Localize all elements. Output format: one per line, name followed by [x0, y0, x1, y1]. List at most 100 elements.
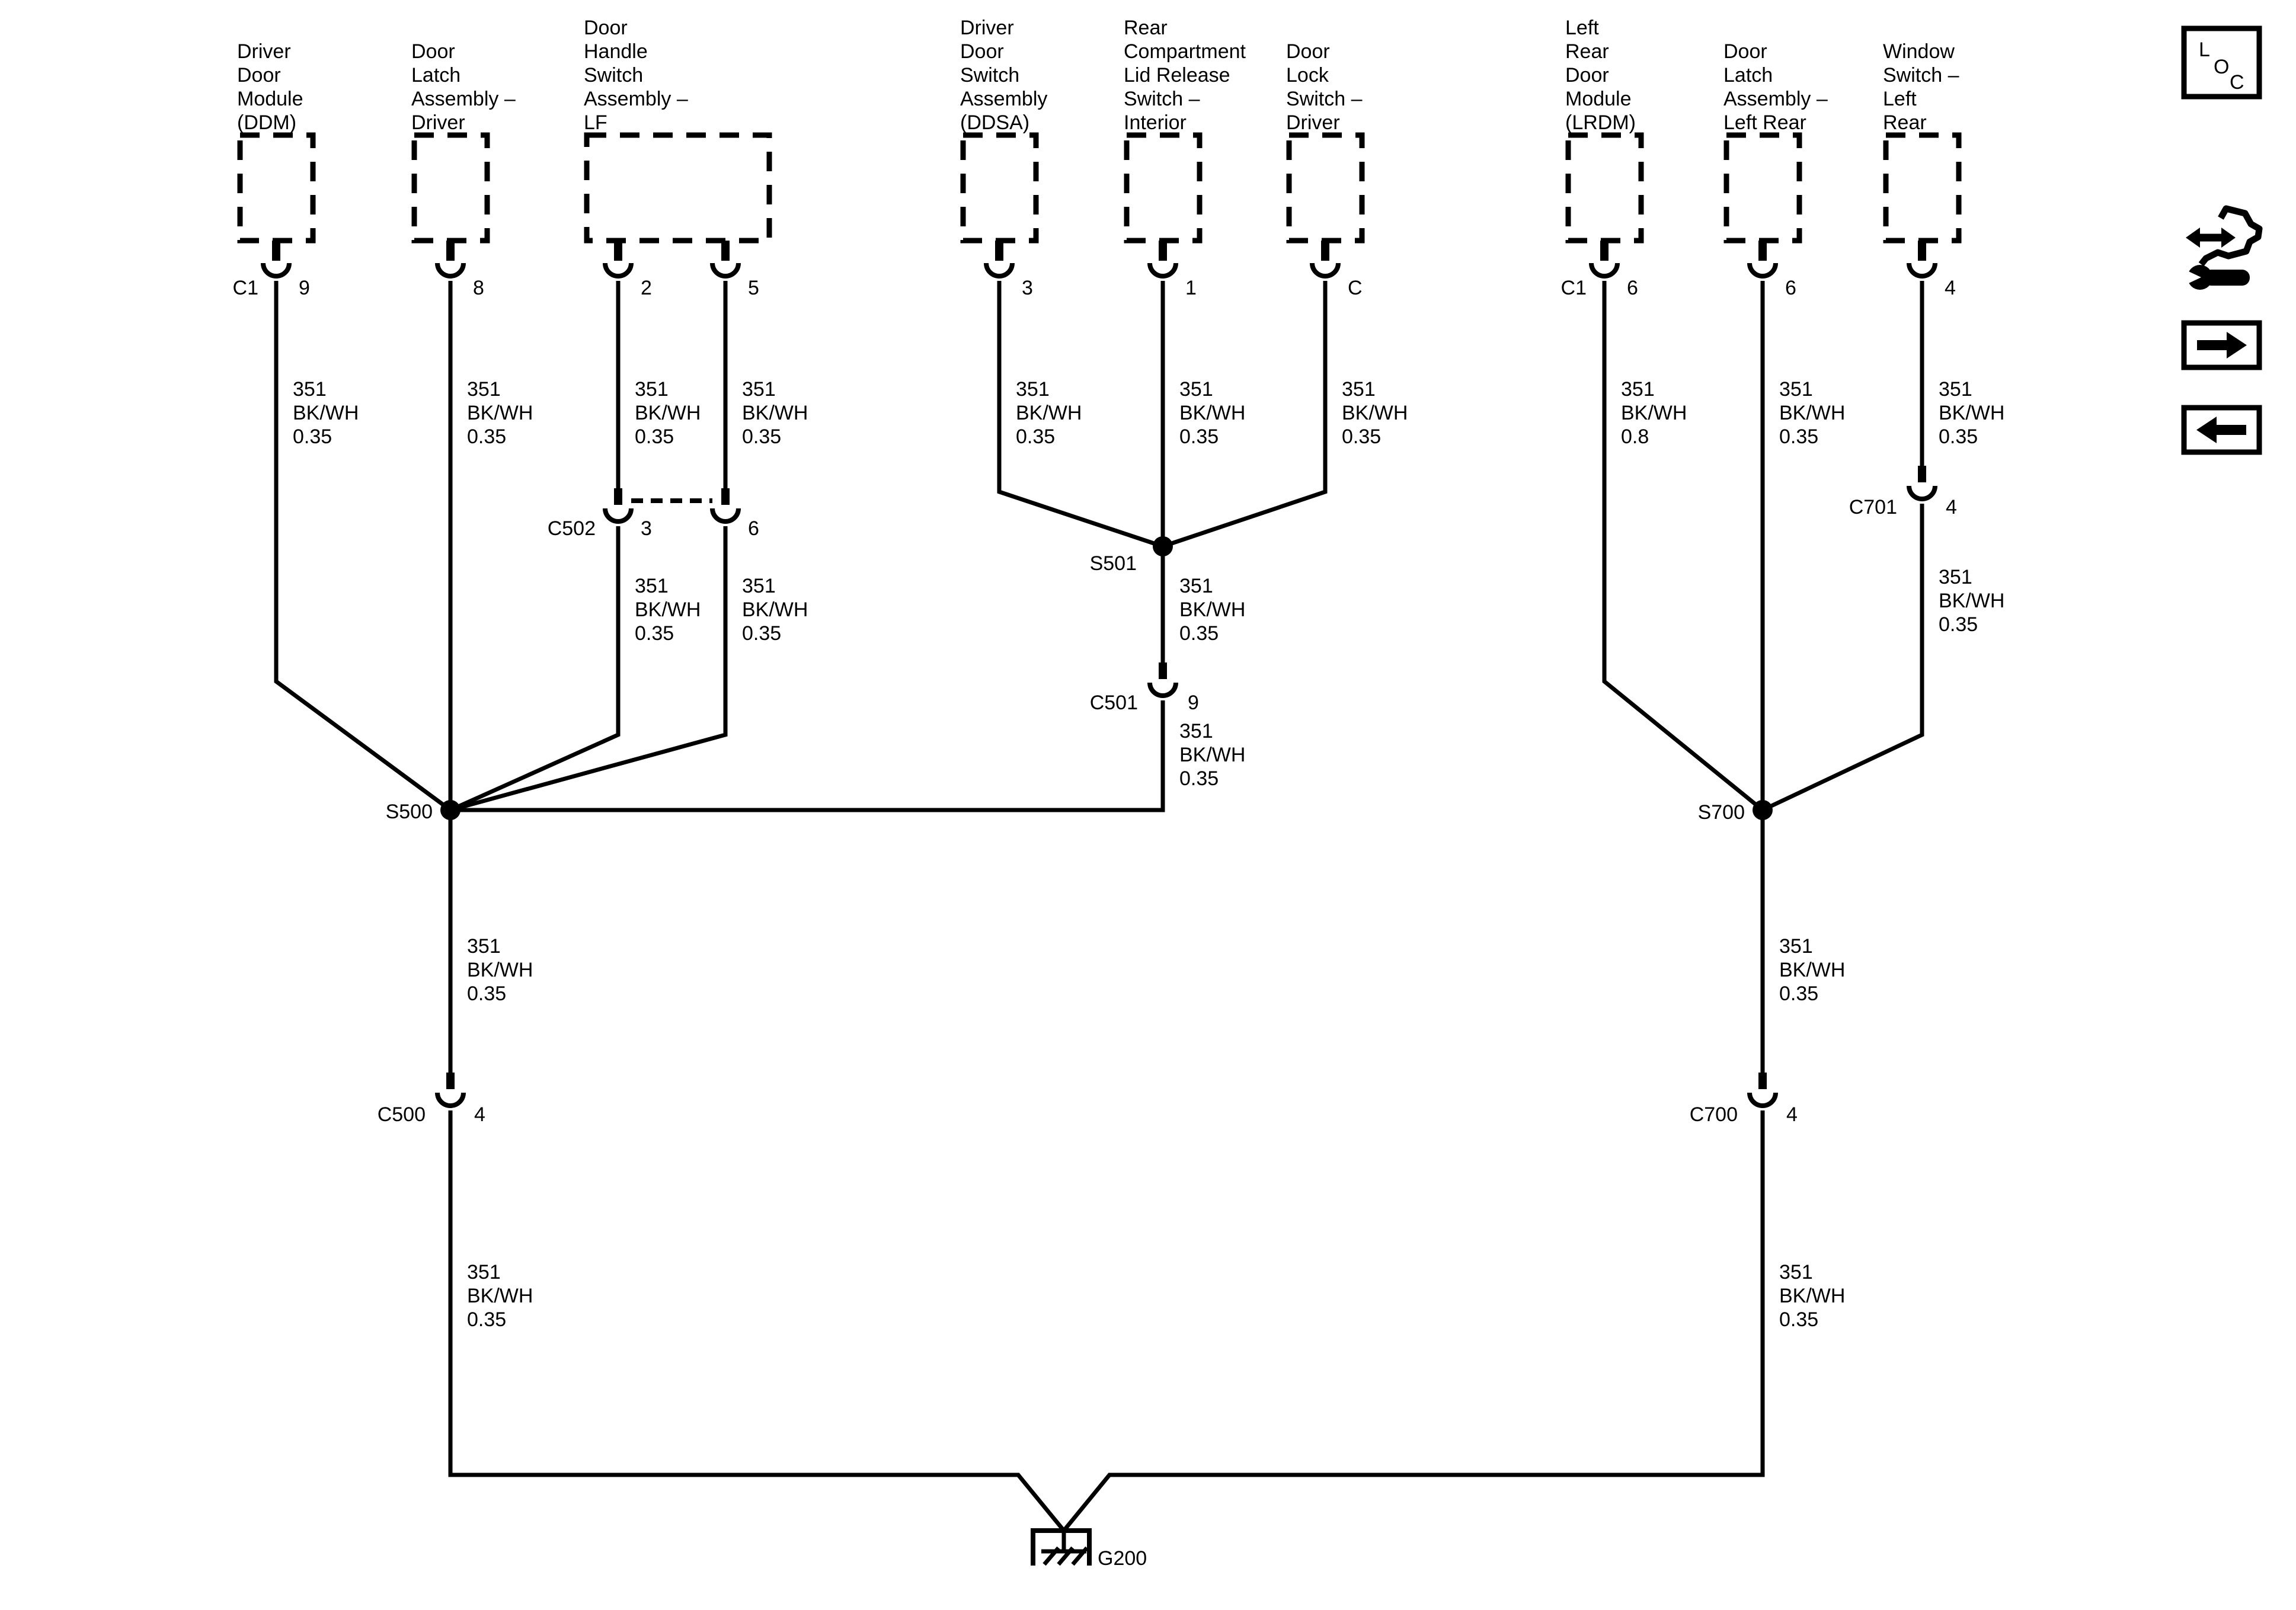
connector-pin-number: 6	[748, 517, 759, 540]
wire-label: 351 BK/WH 0.35	[635, 378, 701, 448]
wire-gauge: 0.35	[1179, 622, 1219, 645]
component-name-line: Latch	[1723, 64, 1773, 87]
wire-label: 351 BK/WH 0.35	[1939, 566, 2004, 636]
component-name-line: (LRDM)	[1565, 111, 1636, 134]
back-arrow-button[interactable]	[2181, 405, 2262, 455]
component-label-door-handle-switch-lf: Door Handle Switch Assembly – LF	[584, 17, 688, 134]
connector-c701: C701 4	[1849, 466, 1957, 518]
splice-dot-s501	[1153, 536, 1173, 556]
panel-outline	[2198, 205, 2263, 267]
wire-circuit: 351	[293, 378, 327, 401]
wire-label: 351 BK/WH 0.35	[1779, 1261, 1845, 1331]
wire-circuit: 351	[1621, 378, 1655, 401]
component-label-door-lock-switch: Door Lock Switch – Driver	[1286, 40, 1363, 134]
component-name-line: Door	[411, 40, 455, 63]
component-name-line: Lock	[1286, 64, 1329, 87]
connector-pin-number: 4	[474, 1103, 485, 1126]
loc-box[interactable]	[2181, 25, 2262, 100]
connector-pin-stub	[721, 488, 730, 505]
component-name-line: Driver	[237, 40, 291, 63]
component-name-line: Left	[1565, 17, 1599, 39]
component-label-ddm: Driver Door Module (DDM)	[237, 40, 303, 134]
component-name-line: Latch	[411, 64, 461, 87]
wire-circuit: 351	[742, 575, 776, 597]
pin-stub	[1600, 241, 1609, 261]
component-box-door-latch-left-rear	[1723, 132, 1802, 244]
pin-number: 4	[1945, 277, 1956, 299]
connector-pin-number: 4	[1786, 1103, 1798, 1126]
component-box-lid-release-switch	[1124, 132, 1203, 244]
wire-color: BK/WH	[1179, 402, 1245, 424]
wire-gauge: 0.35	[1179, 767, 1219, 790]
wire-color: BK/WH	[293, 402, 359, 424]
wire-label: 351 BK/WH 0.8	[1621, 378, 1687, 448]
wire-window-to-s700	[1761, 281, 1924, 812]
component-name-line: Window	[1883, 40, 1955, 63]
component-name-line: Door	[584, 17, 628, 39]
component-name-line: (DDSA)	[960, 111, 1029, 134]
wire-label: 351 BK/WH 0.35	[635, 575, 701, 645]
splice-label-s700: S700	[1698, 801, 1745, 824]
connector-pin-stub	[1918, 466, 1926, 482]
loc-button[interactable]: L O C	[2181, 25, 2262, 100]
pin-connector-label: C1	[233, 277, 258, 299]
pin-stub	[446, 241, 455, 261]
wire-color: BK/WH	[742, 402, 808, 424]
component-box-door-handle-switch-lf	[584, 132, 772, 244]
component-label-ddsa: Driver Door Switch Assembly (DDSA)	[960, 17, 1047, 134]
component-name-line: Left	[1883, 88, 1917, 110]
wire-gauge: 0.35	[635, 622, 674, 645]
component-name-line: Rear	[1565, 40, 1609, 63]
component-name-line: LF	[584, 111, 607, 134]
wire-s501-to-s500	[450, 546, 1165, 812]
wire-s700-to-ground	[1062, 810, 1765, 1532]
wire-label: 351 BK/WH 0.35	[293, 378, 359, 448]
connector-socket-arc	[603, 508, 634, 524]
right-arrow-icon	[2197, 332, 2247, 359]
back-arrow-box[interactable]	[2181, 405, 2262, 455]
pin-stub	[1321, 241, 1329, 261]
pin-socket-arc	[1310, 263, 1341, 279]
component-name-line: Assembly –	[584, 88, 688, 110]
component-box-lrdm	[1565, 132, 1644, 244]
wire-color: BK/WH	[1342, 402, 1408, 424]
component-name-line: Rear	[1883, 111, 1927, 134]
wire-gauge: 0.35	[1016, 425, 1055, 448]
wire-label: 351 BK/WH 0.35	[742, 575, 808, 645]
component-box-window-switch-left-rear	[1883, 132, 1962, 244]
next-arrow-box[interactable]	[2181, 320, 2262, 370]
pin-socket-arc	[603, 263, 634, 279]
service-wrench-icon[interactable]	[2181, 205, 2263, 290]
wire-label: 351 BK/WH 0.35	[1179, 720, 1245, 790]
wire-gauge: 0.35	[1939, 425, 1978, 448]
wire-ddsa-to-s501	[997, 281, 1164, 549]
splice-dot-s500	[440, 800, 461, 820]
wire-color: BK/WH	[1779, 959, 1845, 981]
component-name-line: Assembly	[960, 88, 1047, 110]
pin-number: C	[1348, 277, 1363, 299]
wrench-shaft	[2204, 270, 2250, 286]
pin-stub	[1159, 241, 1167, 261]
loc-letter-o: O	[2214, 56, 2229, 78]
wire-color: BK/WH	[467, 1285, 533, 1307]
component-name-line: Door	[960, 40, 1004, 63]
pin-stub	[272, 241, 280, 261]
wire-ddm-to-s500	[274, 281, 452, 812]
wire-color: BK/WH	[1779, 1285, 1845, 1307]
pin-socket-arcs	[261, 263, 1937, 279]
pin-number: 6	[1785, 277, 1796, 299]
component-name-line: Switch –	[1883, 64, 1959, 87]
wire-handle-pin2-to-s500	[449, 281, 621, 812]
loc-letter-l: L	[2199, 39, 2210, 61]
wire-label: 351 BK/WH 0.35	[467, 1261, 533, 1331]
connector-label: C501	[1090, 692, 1138, 714]
pin-stub	[721, 241, 730, 261]
splice-dot-s700	[1753, 800, 1773, 820]
wire-lrdm-to-s700	[1602, 281, 1764, 812]
wire-circuit: 351	[1779, 935, 1813, 958]
next-arrow-button[interactable]	[2181, 320, 2262, 370]
pin-socket-arc	[1147, 263, 1178, 279]
component-label-lid-release-switch: Rear Compartment Lid Release Switch – In…	[1124, 17, 1246, 134]
wire-circuit: 351	[635, 378, 669, 401]
